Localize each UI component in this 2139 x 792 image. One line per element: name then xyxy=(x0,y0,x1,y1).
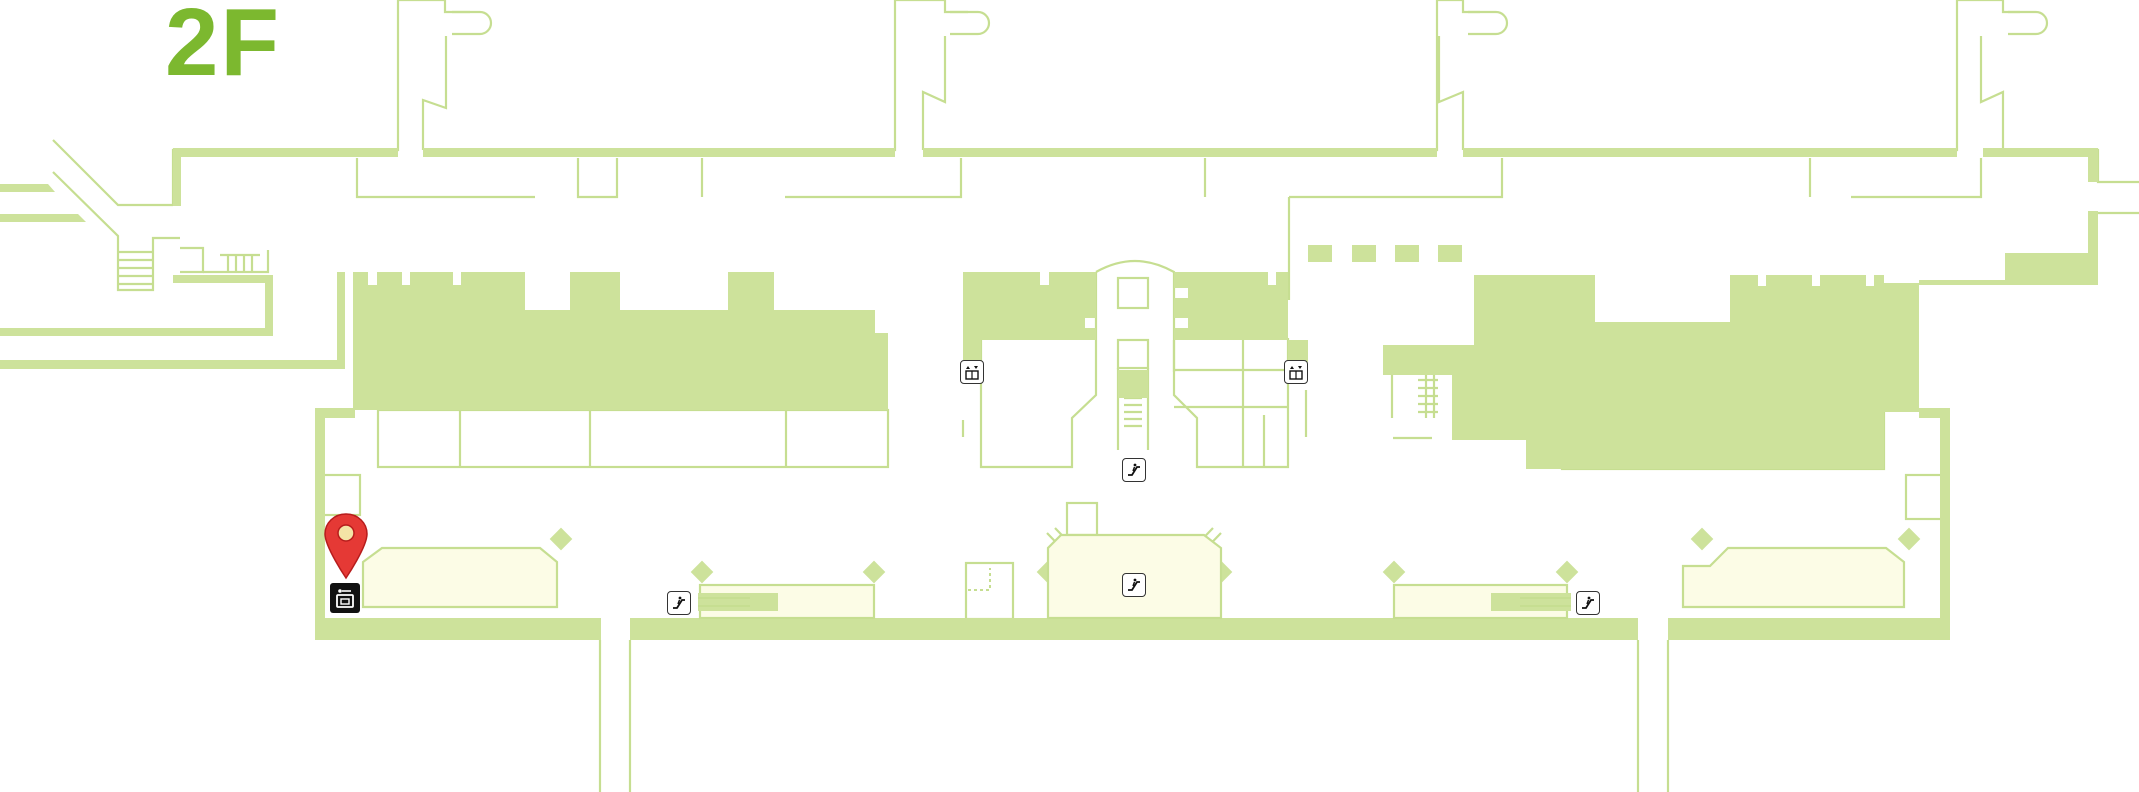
thick-wall-bottom-2 xyxy=(630,618,1638,640)
pillar-1 xyxy=(549,527,573,551)
small-room-right xyxy=(1904,473,1945,521)
wall-left-box xyxy=(180,246,205,274)
pillar-9 xyxy=(1897,527,1921,551)
wall-left-diag2 xyxy=(52,171,180,292)
thick-wall-hall-top-left xyxy=(315,408,355,418)
escalator-glyph xyxy=(673,596,685,609)
central-right-shaft xyxy=(1172,338,1290,469)
wall-top-outer xyxy=(171,0,470,205)
pillar-6 xyxy=(1382,560,1406,584)
thick-wall-left-lower2 xyxy=(0,360,345,369)
thick-wall-left-vert xyxy=(173,148,181,206)
escalator-strip-right xyxy=(1491,593,1571,611)
floor-label: 2F xyxy=(165,0,282,96)
thick-wall-top-2 xyxy=(423,148,895,157)
zone-center-right xyxy=(1174,272,1288,340)
corridor-inner-2 xyxy=(576,158,619,199)
central-left-shaft xyxy=(979,272,1098,469)
wall-left-diag xyxy=(52,139,173,207)
kiosk-top xyxy=(1065,501,1099,537)
central-stair-box xyxy=(1116,338,1150,370)
wall-top-mid2 xyxy=(923,0,1480,152)
thick-wall-top-5 xyxy=(1983,148,2098,157)
escalator-icon[interactable] xyxy=(667,591,691,615)
thick-wall-right-top xyxy=(2088,211,2098,283)
escalator-icon[interactable] xyxy=(1122,573,1146,597)
thick-wall-top-4 xyxy=(1463,148,1957,157)
stair-coil-4 xyxy=(2008,10,2049,36)
thick-wall-left-stripe1 xyxy=(0,184,55,192)
pillar-8 xyxy=(1690,527,1714,551)
escalator-strip-left xyxy=(698,593,778,611)
escalator-icon[interactable] xyxy=(1122,458,1146,482)
thick-wall-top-left xyxy=(173,148,398,157)
wall-left-upper-room xyxy=(203,250,270,274)
thick-wall-hall-top-right xyxy=(1919,408,1950,418)
shop-row-left xyxy=(376,408,890,469)
thick-wall-left-stripe2 xyxy=(0,214,86,222)
stairs-left xyxy=(118,250,260,286)
stairs-center xyxy=(1124,396,1142,428)
seating-right xyxy=(1681,546,1906,609)
escalator-glyph xyxy=(1128,463,1140,476)
pillar-7 xyxy=(1555,560,1579,584)
stair-coil-2 xyxy=(950,10,991,36)
zone-block-a xyxy=(1308,245,1332,262)
bridge-1 xyxy=(421,36,448,150)
corridor-inner-4 xyxy=(1289,158,1504,199)
escalator-icon[interactable] xyxy=(1576,591,1600,615)
thick-wall-top-3 xyxy=(923,148,1437,157)
zone-center-left xyxy=(963,272,1096,360)
thick-wall-left-vert2 xyxy=(337,272,345,369)
zone-far-right xyxy=(2005,213,2098,283)
thick-wall-bottom-3 xyxy=(1668,618,1950,640)
coin-locker-icon[interactable] xyxy=(330,583,360,613)
bridge-4 xyxy=(1979,36,2005,150)
small-room-left xyxy=(321,473,362,517)
elevator-glyph xyxy=(1289,366,1303,380)
locker-glyph xyxy=(336,589,354,608)
stair-coil-1 xyxy=(452,10,493,36)
thick-wall-left-lower xyxy=(0,328,273,336)
elevator-glyph xyxy=(965,366,979,380)
kiosk-dots xyxy=(968,568,991,591)
zone-block-c xyxy=(1395,245,1419,262)
corridor-inner xyxy=(355,158,535,199)
zone-right-block xyxy=(1383,275,1919,469)
stair-coil-3 xyxy=(1468,10,1509,36)
elevator-icon[interactable] xyxy=(1284,360,1308,384)
escalator-glyph xyxy=(1128,578,1140,591)
central-elevator-box xyxy=(1116,276,1150,310)
thick-wall-left-box xyxy=(173,275,273,283)
thick-wall-left-box-v xyxy=(265,275,273,335)
zone-center-shaft xyxy=(1118,370,1148,398)
pillar-2 xyxy=(690,560,714,584)
kiosk-center-left xyxy=(964,561,1015,621)
bridge-3 xyxy=(1437,36,1465,150)
zone-block-b xyxy=(1352,245,1376,262)
pillar-3 xyxy=(862,560,886,584)
thick-wall-hall-left xyxy=(315,408,325,640)
thick-wall-right-exit xyxy=(1919,280,2098,285)
escalator-glyph xyxy=(1582,596,1594,609)
zone-center-right-tab xyxy=(1288,340,1308,362)
stairs-right xyxy=(1418,375,1438,418)
corridor-inner-5 xyxy=(1851,158,1983,199)
central-dome xyxy=(1095,259,1176,372)
elevator-icon[interactable] xyxy=(960,360,984,384)
zone-block-d xyxy=(1438,245,1462,262)
zone-left-block xyxy=(353,272,888,410)
seating-left xyxy=(361,546,559,609)
wall-top-mid3 xyxy=(1463,0,2020,152)
wall-top-mid1 xyxy=(423,0,968,152)
thick-wall-right-vert xyxy=(2088,155,2098,182)
thick-wall-hall-right xyxy=(1940,408,1950,640)
thick-wall-bottom-1 xyxy=(315,618,601,640)
bridge-2 xyxy=(921,36,947,150)
location-pin-icon[interactable] xyxy=(322,512,370,584)
corridor-inner-3 xyxy=(785,158,963,199)
